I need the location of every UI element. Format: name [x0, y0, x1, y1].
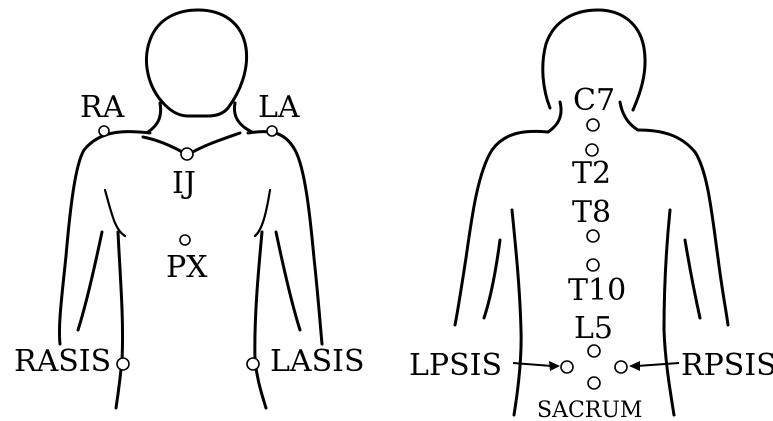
label-sacrum: SACRUM: [537, 398, 642, 421]
front-clavicle-right: [191, 133, 240, 153]
marker-t10: [587, 259, 599, 271]
marker-rasis: [117, 358, 129, 370]
back-right-shoulder-arm: [638, 130, 728, 325]
marker-l5: [588, 345, 600, 357]
front-right-shoulder-arm: [248, 132, 322, 344]
label-c7: C7: [573, 83, 615, 118]
back-inner-arm-left: [484, 240, 500, 318]
label-rpsis: RPSIS: [681, 348, 773, 383]
front-armpit-right: [255, 190, 270, 236]
front-inner-arm-right: [276, 232, 300, 330]
label-ij: IJ: [172, 166, 196, 201]
arrow-rpsis: [637, 363, 679, 366]
label-la: LA: [258, 90, 300, 125]
marker-ij: [181, 148, 193, 160]
label-rasis: RASIS: [14, 344, 111, 379]
back-inner-arm-right: [685, 240, 700, 318]
front-left-shoulder-arm: [59, 132, 150, 344]
front-torso-right: [255, 232, 266, 408]
front-armpit-left: [105, 190, 125, 236]
marker-lasis: [247, 358, 259, 370]
back-torso-left: [512, 210, 521, 415]
label-ra: RA: [80, 90, 125, 125]
label-lpsis: LPSIS: [409, 348, 502, 383]
marker-ra: [99, 126, 109, 136]
marker-t2: [586, 144, 598, 156]
front-head: [146, 10, 246, 116]
front-torso-left: [116, 232, 123, 408]
marker-t8: [587, 230, 599, 242]
front-inner-arm-left: [78, 232, 102, 330]
front-clavicle-left: [143, 137, 184, 153]
label-t8: T8: [572, 195, 611, 230]
label-px: PX: [166, 250, 208, 285]
arrowhead-rpsis: [629, 361, 640, 371]
label-lasis: LASIS: [270, 344, 365, 379]
marker-c7: [587, 119, 599, 131]
back-view: C7 T2 T8 T10 L5 LPSIS RPSIS SACRUM: [409, 10, 773, 421]
marker-sacrum: [588, 377, 600, 389]
label-t10: T10: [568, 273, 626, 308]
front-neck-left: [148, 103, 161, 132]
front-view: RA LA IJ PX RASIS LASIS: [14, 10, 365, 408]
back-torso-right: [664, 210, 674, 415]
back-left-shoulder-arm: [455, 131, 548, 325]
front-neck-right: [234, 103, 252, 132]
label-l5: L5: [574, 311, 613, 346]
marker-lpsis: [561, 361, 573, 373]
marker-la: [267, 126, 277, 136]
arrowhead-lpsis: [549, 361, 560, 371]
label-t2: T2: [572, 156, 611, 191]
marker-rpsis: [615, 361, 627, 373]
marker-px: [180, 235, 190, 245]
